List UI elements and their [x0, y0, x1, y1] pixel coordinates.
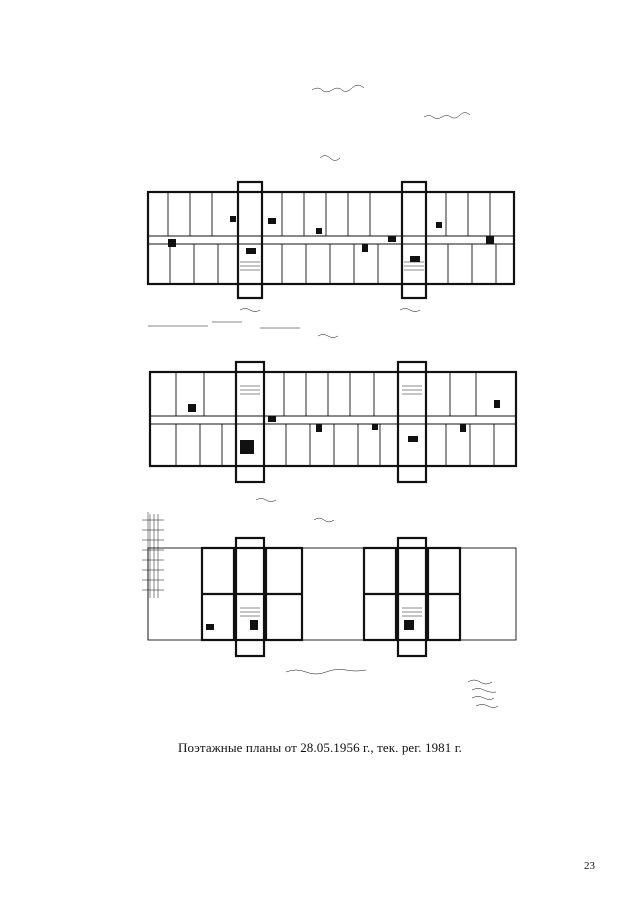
handwritten-note-middle	[148, 308, 421, 338]
handwritten-note-top	[311, 84, 471, 161]
floor-plan-upper	[146, 180, 516, 300]
floor-plan-basement	[142, 512, 517, 658]
handwritten-note-lower	[255, 498, 335, 523]
floor-plans-figure	[142, 84, 518, 708]
handwritten-signature	[285, 669, 499, 708]
page-number: 23	[584, 860, 595, 872]
figure-caption: Поэтажные планы от 28.05.1956 г., тек. р…	[177, 740, 463, 755]
floor-plan-middle	[148, 360, 518, 484]
